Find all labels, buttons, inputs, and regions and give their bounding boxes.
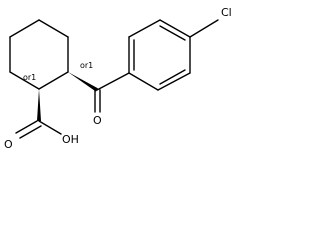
ring-bond [128,72,159,91]
stereo-descriptor-label: or1 [23,73,36,82]
ring-bond [9,71,40,90]
hydroxyl-label: OH [62,133,79,146]
wedge-bond-to-ketone [68,72,98,92]
ring-bond [38,19,69,38]
benzene-ring [128,19,219,91]
cyclohexane-ring [9,19,69,90]
ketone-group [94,72,130,113]
ring-bond [128,19,161,38]
carboxyl-oh-bond [38,120,62,135]
wedge-bond-to-carboxyl [37,89,41,121]
carboxyl-double-bond [19,125,42,139]
chlorine-bond [189,19,219,38]
ring-bond [159,19,191,38]
carboxylic-acid-group [15,120,62,139]
chemical-structure-diagram: Cl O OH O or1 or1 [4,6,232,151]
aromatic-inner-bond [159,25,186,41]
ring-bond [9,19,40,38]
chlorine-label: Cl [221,6,232,19]
aromatic-inner-bond [159,69,186,85]
ketone-oxygen-label: O [93,114,102,127]
stereo-descriptor-label: or1 [80,61,93,70]
ring-bond [157,72,191,91]
ring-bond [38,71,69,90]
ketone-aryl-bond [96,72,130,91]
carboxyl-double-bond [15,120,38,134]
carbonyl-oxygen-label: O [4,138,13,151]
